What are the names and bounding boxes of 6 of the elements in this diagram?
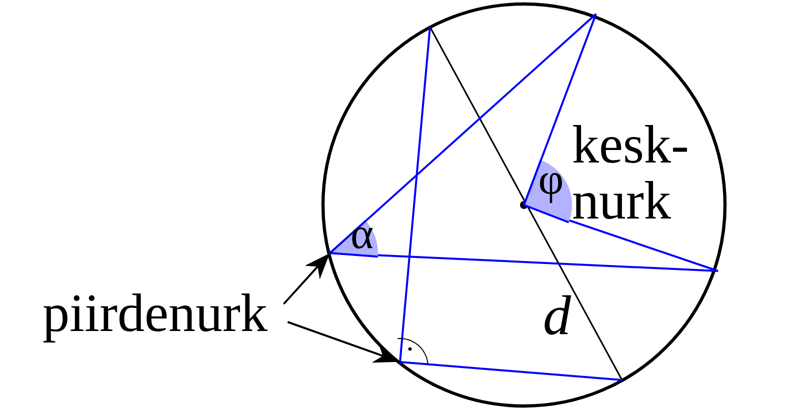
text-label: d xyxy=(544,295,572,335)
right-angle-mark xyxy=(397,338,428,365)
angle-wedge: φ xyxy=(522,160,572,224)
text-label: piirdenurk xyxy=(43,294,268,342)
text-label: kesk- nurk xyxy=(573,125,688,219)
angle-wedge: α xyxy=(328,220,378,258)
